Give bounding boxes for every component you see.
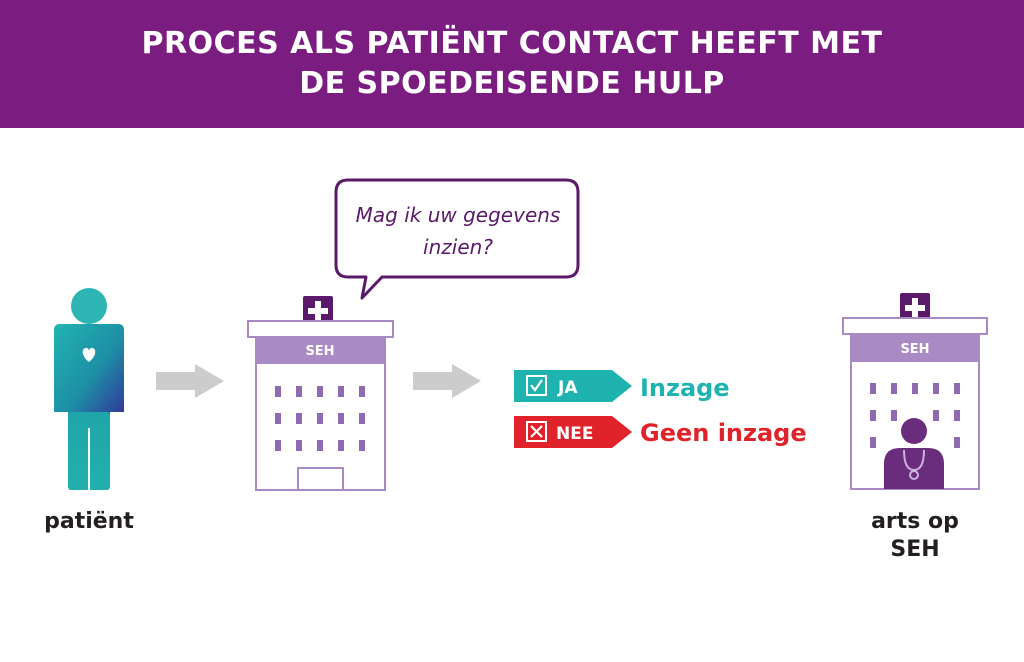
- hospital-building-icon: [842, 293, 988, 490]
- patient-label: patiënt: [44, 509, 134, 534]
- page-title: PROCES ALS PATIËNT CONTACT HEEFT MET DE …: [141, 24, 882, 104]
- option-no-label: NEE: [556, 424, 593, 444]
- doctor-icon: [884, 418, 944, 489]
- seh-sign: [851, 334, 979, 362]
- checkbox-cross-icon: [526, 421, 547, 442]
- checkbox-checked-icon: [526, 375, 547, 396]
- speech-line2: inzien?: [423, 235, 493, 259]
- option-yes-result: Inzage: [640, 374, 730, 402]
- building-windows: [275, 386, 365, 451]
- building-windows: [870, 383, 960, 448]
- page-title-line1: PROCES ALS PATIËNT CONTACT HEEFT MET: [141, 26, 883, 61]
- header-banner: PROCES ALS PATIËNT CONTACT HEEFT MET DE …: [0, 0, 1024, 128]
- seh-sign-label-left: SEH: [305, 344, 334, 359]
- page-title-line2: DE SPOEDEISENDE HULP: [299, 66, 725, 101]
- heart-icon: [82, 347, 96, 362]
- option-no-tag: [514, 416, 632, 448]
- process-diagram: patiënt SEH Mag ik uw gegevens inzien? J…: [44, 178, 988, 562]
- speech-line1: Mag ik uw gegevens: [356, 203, 561, 227]
- option-no-result: Geen inzage: [640, 419, 807, 447]
- seh-sign-label-right: SEH: [900, 342, 929, 357]
- doctor-label-line2: SEH: [890, 537, 939, 562]
- arrow-right-icon: [413, 364, 481, 398]
- arrow-right-icon: [156, 364, 224, 398]
- hospital-building-icon: [247, 296, 394, 491]
- speech-bubble: [334, 178, 580, 300]
- option-yes-label: JA: [557, 378, 578, 398]
- seh-sign: [256, 337, 385, 364]
- option-yes-tag: [514, 370, 632, 402]
- patient-figure-icon: [54, 288, 124, 490]
- doctor-label-line1: arts op: [871, 509, 959, 534]
- building-door: [297, 467, 344, 491]
